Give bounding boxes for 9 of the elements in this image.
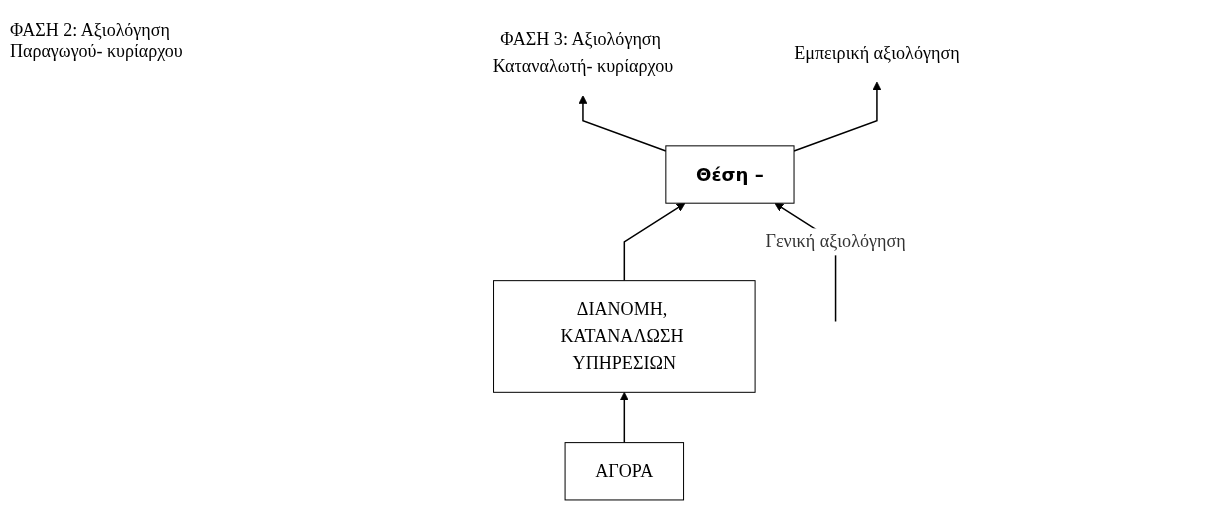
phase-note: ΦΑΣΗ 2: Αξιολόγηση Παραγωγού- κυρίαρχου [10,20,184,62]
node-box: ΔΙΑΝΟΜΗ, ΚΑΤΑΝΑΛΩΣΗ ΥΠΗΡΕΣΙΩΝ [493,280,756,393]
node-box: ΑΓΟΡΑ [564,442,685,501]
arrow [623,202,686,282]
node-text: ΦΑΣΗ 3: Αξιολόγηση Καταναλωτή- κυρίαρχου [492,29,674,77]
edge-label: Γενική αξιολόγηση [765,231,906,252]
node-text: Εμπειρική αξιολόγηση [794,42,960,63]
node-box: Θέση – [665,145,795,204]
arrow [619,391,629,444]
